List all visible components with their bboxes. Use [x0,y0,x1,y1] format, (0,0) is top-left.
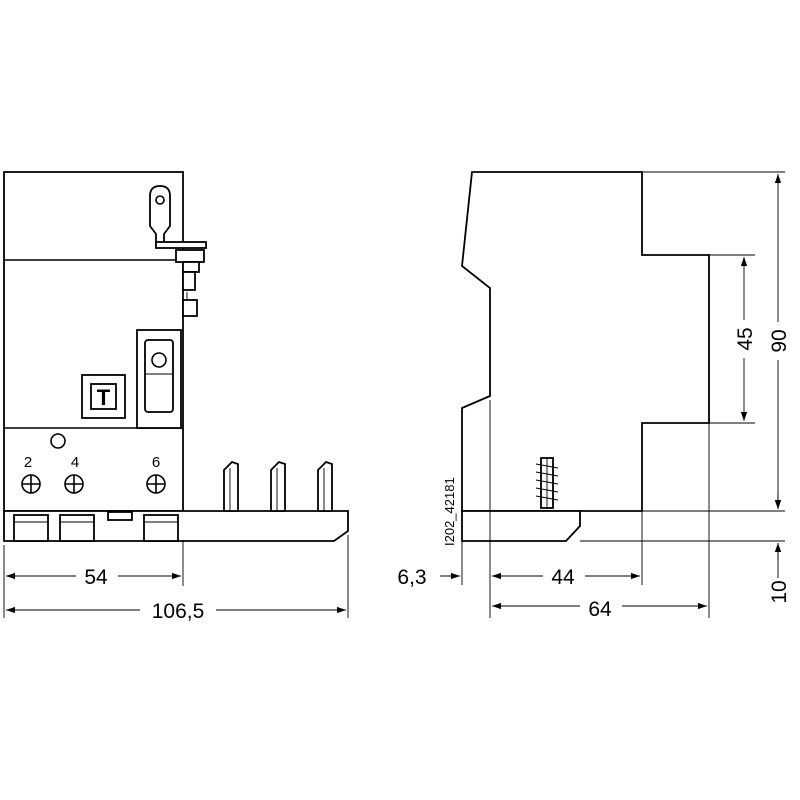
front-dimensions: 54 106,5 [3,535,349,623]
spring-screw-icon [535,457,559,509]
dim-label-10: 10 [768,580,791,603]
terminal-4: 4 [64,454,84,494]
terminal-2: 2 [21,454,41,494]
side-base [461,510,581,542]
terminal-6: 6 [146,454,166,494]
switch-window [136,329,182,429]
dim-label-64: 64 [588,598,612,621]
drawing-code: I202_42181 [442,477,457,546]
test-button: T [81,374,126,419]
terminal-label-2: 2 [24,454,32,471]
terminal-label-6: 6 [152,454,160,471]
side-housing [461,171,710,512]
busbar-base [3,510,349,542]
lever-icon [149,185,207,263]
side-view: 45 90 10 6,3 44 64 [397,171,791,621]
indicator-circle [50,433,66,449]
dim-label-90: 90 [768,329,791,352]
dim-label-6-3: 6,3 [397,566,426,589]
latch-icon [182,261,200,317]
dim-label-106-5: 106,5 [152,600,205,623]
dim-label-45: 45 [734,327,757,350]
test-button-label: T [97,385,111,410]
dim-label-54: 54 [84,566,108,589]
dim-label-44: 44 [551,566,575,589]
front-view: T 2 4 6 [3,171,349,623]
terminal-label-4: 4 [71,454,79,471]
busbar-prongs [223,460,333,512]
side-extension-lines [461,171,785,618]
